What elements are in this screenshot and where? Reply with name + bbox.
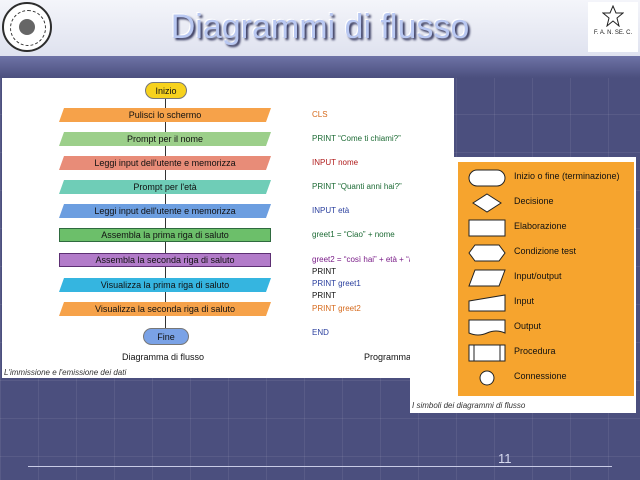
page-number: 11 [498, 451, 512, 466]
process-rect-icon [468, 219, 506, 237]
footer-line [28, 466, 612, 467]
code-line: PRINT greet2 [312, 304, 361, 313]
fansec-logo-text: F. A. N. SE. C. [593, 30, 633, 36]
legend-item: Inizio o fine (terminazione) [458, 166, 634, 190]
parallelogram-shape-icon [468, 269, 506, 287]
flow-start-terminal: Inizio [145, 82, 187, 99]
flowchart-footnote: L'immissione e l'emissione dei dati [4, 368, 127, 377]
legend-item: Input/output [458, 266, 634, 290]
legend-item: Elaborazione [458, 216, 634, 240]
slide-title: Diagrammi di flusso [170, 8, 470, 46]
flow-step-build-greet1: Assembla la prima riga di saluto [59, 228, 271, 242]
flow-step-read-name: Leggi input dell'utente e memorizza [59, 156, 271, 170]
code-line: greet2 = “così hai” + età + “anni” [312, 255, 427, 264]
code-line: INPUT età [312, 206, 350, 215]
code-line: PRINT [312, 291, 336, 300]
flow-step-read-age: Leggi input dell'utente e memorizza [59, 204, 271, 218]
predefined-process-shape-icon [468, 344, 506, 362]
legend-item: Connessione [458, 366, 634, 390]
manual-input-shape-icon [468, 294, 506, 312]
flow-end-terminal: Fine [143, 328, 189, 345]
legend-item: Output [458, 316, 634, 340]
flow-step-show-greet1: Visualizza la prima riga di saluto [59, 278, 271, 292]
decision-diamond-icon [472, 193, 502, 213]
flow-step-prompt-age: Prompt per l'età [59, 180, 271, 194]
hexagon-shape-icon [468, 244, 506, 262]
output-shape-icon [468, 319, 506, 336]
connector-circle-icon [479, 370, 495, 386]
university-seal-logo [2, 2, 52, 52]
code-line: CLS [312, 110, 328, 119]
legend-item: Input [458, 291, 634, 315]
flow-step-build-greet2: Assembla la seconda riga di saluto [59, 253, 271, 267]
fansec-logo: F. A. N. SE. C. [588, 2, 638, 52]
code-line: PRINT greet1 [312, 279, 361, 288]
legend-item: Procedura [458, 341, 634, 365]
code-line: INPUT nome [312, 158, 359, 167]
flowchart-panel: Inizio Pulisci lo schermo Prompt per il … [2, 78, 454, 378]
header-stripe [0, 56, 640, 78]
code-line: PRINT “Quanti anni hai?” [312, 182, 402, 191]
fansec-mark-icon [602, 5, 624, 27]
flow-step-show-greet2: Visualizza la seconda riga di saluto [59, 302, 271, 316]
symbols-legend-panel: Inizio o fine (terminazione) Decisione E… [410, 157, 636, 413]
terminal-shape-icon [468, 169, 506, 187]
program-caption: Programma [364, 352, 412, 362]
symbols-legend-box: Inizio o fine (terminazione) Decisione E… [458, 162, 634, 396]
code-line: END [312, 328, 329, 337]
flow-step-prompt-name: Prompt per il nome [59, 132, 271, 146]
code-line: PRINT [312, 267, 336, 276]
flow-step-clear-screen: Pulisci lo schermo [59, 108, 271, 122]
symbols-caption: I simboli dei diagrammi di flusso [412, 401, 526, 410]
legend-item: Condizione test [458, 241, 634, 265]
flowchart-caption: Diagramma di flusso [122, 352, 205, 362]
code-line: greet1 = “Ciao” + nome [312, 230, 395, 239]
code-line: PRINT “Come ti chiami?” [312, 134, 401, 143]
legend-item: Decisione [458, 191, 634, 215]
slide-header [0, 0, 640, 56]
